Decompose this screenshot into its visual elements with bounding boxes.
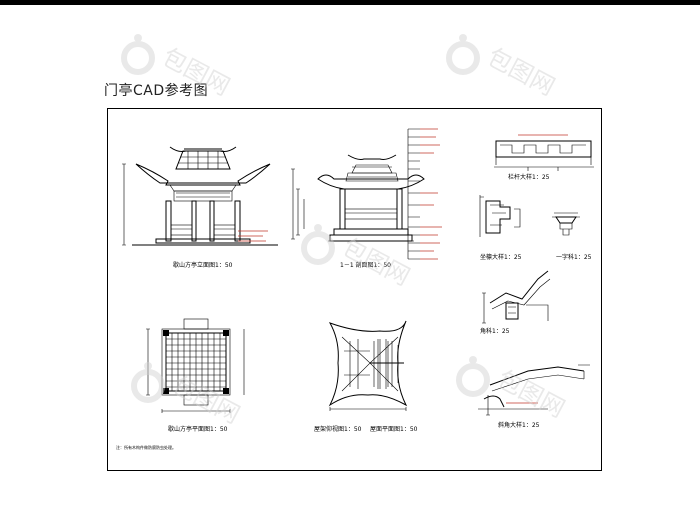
section-drawing: 1－1 剖面图1：50 bbox=[291, 128, 442, 269]
front-elevation-caption: 歇山方亭立面图1：50 bbox=[173, 261, 233, 269]
ridge-detail-caption: 斜角大样1：25 bbox=[498, 421, 540, 429]
roof-plan-caption: 屋面平面图1：50 bbox=[370, 426, 418, 433]
railing-detail-caption: 栏杆大样1：25 bbox=[508, 173, 550, 181]
railing-detail-drawing: 栏杆大样1：25 bbox=[494, 134, 594, 181]
page-title: 门亭CAD参考图 bbox=[104, 83, 209, 99]
plan-caption: 歇山方亭平面图1：50 bbox=[168, 425, 228, 433]
watermark-logo-icon: 包图网 bbox=[446, 34, 560, 102]
corner-bracket-caption: 角科1：25 bbox=[480, 327, 510, 335]
svg-text:包图网: 包图网 bbox=[483, 43, 560, 102]
section-caption: 1－1 剖面图1：50 bbox=[340, 261, 391, 269]
drawing-note: 注：所有木构件做防腐防虫处理。 bbox=[116, 444, 176, 450]
top-bar bbox=[0, 0, 700, 5]
cad-drawing: 歇山方亭立面图1：50 1－1 剖面图1：50 栏杆大样 bbox=[116, 128, 594, 450]
roof-frame-drawing: 屋架仰视图1：50 屋面平面图1：50 bbox=[314, 320, 418, 433]
ridge-detail-drawing: 斜角大样1：25 bbox=[478, 364, 590, 429]
plan-drawing: 歇山方亭平面图1：50 bbox=[146, 318, 245, 433]
bracket-detail-caption: 坐檩大样1：25 bbox=[480, 253, 522, 261]
purlin-detail-caption: 一字科1：25 bbox=[556, 253, 592, 261]
corner-bracket-drawing: 角科1：25 bbox=[480, 270, 551, 335]
front-elevation-drawing: 歇山方亭立面图1：50 bbox=[122, 146, 278, 269]
cad-sheet: 歇山方亭立面图1：50 1－1 剖面图1：50 栏杆大样 bbox=[107, 108, 602, 471]
watermark-logo-icon: 包图网 bbox=[121, 34, 234, 101]
roof-frame-caption: 屋架仰视图1：50 bbox=[314, 425, 362, 433]
purlin-detail-drawing: 一字科1：25 bbox=[552, 212, 592, 261]
bracket-detail-drawing: 坐檩大样1：25 bbox=[479, 195, 522, 261]
